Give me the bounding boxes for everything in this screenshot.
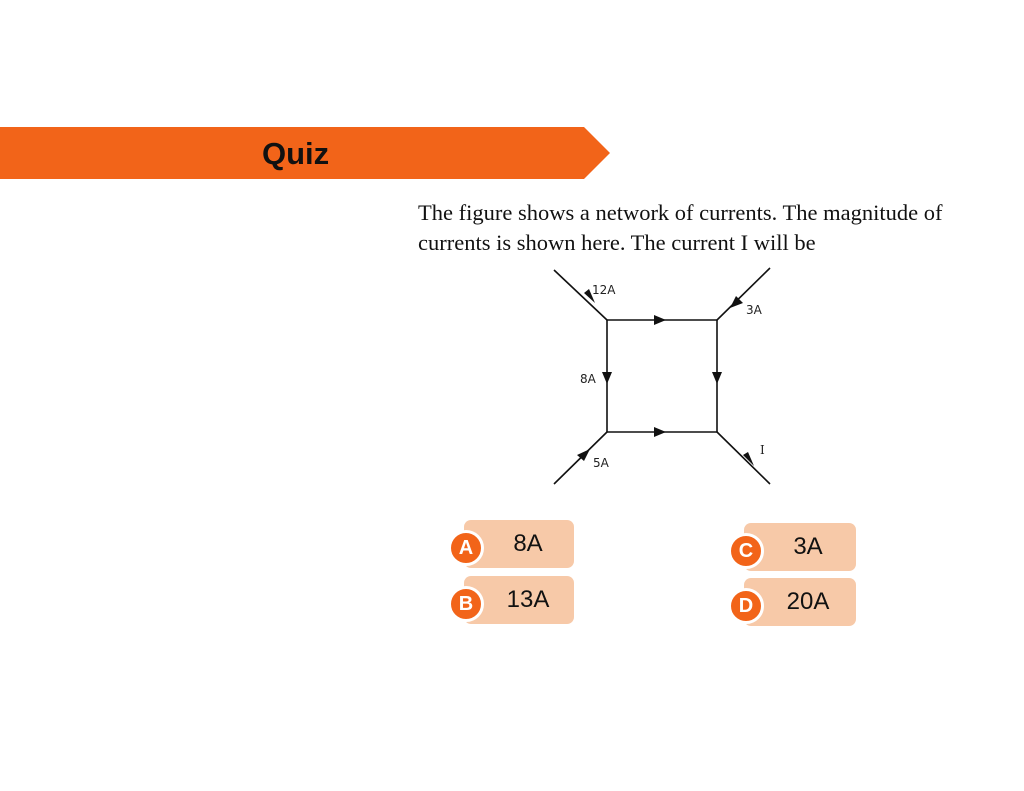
- arrow-lead-top-left-icon: [584, 289, 595, 303]
- current-network-figure: 12A 3A 8A 5A I: [553, 267, 771, 485]
- option-a-badge: A: [448, 530, 484, 566]
- label-bottom-left-current: 5A: [593, 456, 610, 470]
- quiz-title: Quiz: [262, 136, 330, 171]
- option-c-badge: C: [728, 533, 764, 569]
- option-b-text: 13A: [506, 586, 550, 613]
- option-d-text: 20A: [786, 588, 830, 615]
- option-a[interactable]: A 8A: [448, 520, 578, 568]
- arrow-lead-top-right-icon: [730, 296, 743, 308]
- wire-lead-top-right: [716, 267, 771, 321]
- question-text: The figure shows a network of currents. …: [418, 200, 943, 255]
- option-c[interactable]: C 3A: [728, 523, 858, 571]
- quiz-header-banner: Quiz: [0, 127, 610, 179]
- label-top-left-current: 12A: [592, 283, 616, 297]
- arrow-bottom-edge-icon: [654, 427, 666, 437]
- label-left-side-current: 8A: [580, 372, 597, 386]
- wire-lead-top-left: [553, 269, 608, 321]
- arrow-left-edge-icon: [602, 372, 612, 384]
- arrow-lead-bottom-right-icon: [743, 452, 754, 466]
- label-top-right-current: 3A: [746, 303, 763, 317]
- arrow-top-edge-icon: [654, 315, 666, 325]
- option-b-badge: B: [448, 586, 484, 622]
- option-c-text: 3A: [793, 533, 823, 560]
- option-d[interactable]: D 20A: [728, 578, 858, 626]
- label-output-current: I: [760, 443, 765, 457]
- arrow-lead-bottom-left-icon: [577, 449, 590, 461]
- banner-arrow-shape: [0, 127, 610, 179]
- option-a-text: 8A: [513, 530, 543, 557]
- option-b[interactable]: B 13A: [448, 576, 578, 624]
- wire-lead-bottom-right: [716, 431, 771, 485]
- option-d-badge: D: [728, 588, 764, 624]
- arrow-right-edge-icon: [712, 372, 722, 384]
